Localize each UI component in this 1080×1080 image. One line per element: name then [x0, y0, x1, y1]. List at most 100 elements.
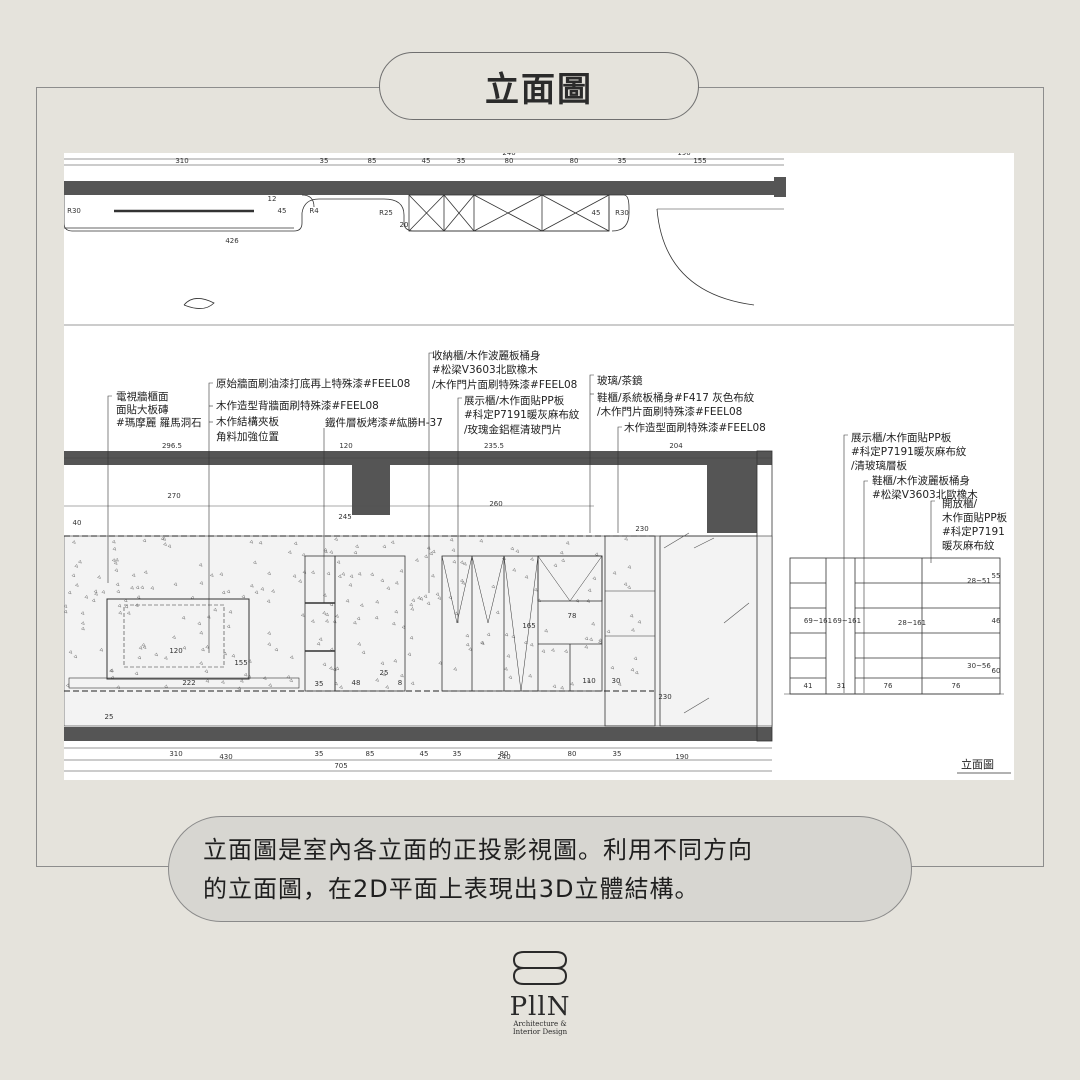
speckle-mark — [430, 573, 435, 578]
speckle-mark — [94, 591, 98, 596]
speckle-mark — [266, 599, 271, 603]
speckle-mark — [634, 670, 639, 675]
speckle-mark — [138, 645, 143, 650]
brand-sub-1: Architecture & — [513, 1020, 567, 1028]
speckle-mark — [199, 630, 204, 635]
speckle-mark — [67, 590, 72, 595]
speckle-mark — [300, 613, 305, 617]
side-dim: 69~161 — [833, 617, 861, 625]
annotation-side-shoe-1: 鞋櫃/木作波麗板桶身 — [872, 474, 970, 487]
speckle-mark — [335, 666, 340, 671]
speckle-mark — [239, 678, 244, 683]
speckle-mark — [112, 546, 117, 551]
plan-dim: 240 — [502, 153, 515, 157]
speckle-mark — [336, 560, 341, 564]
speckle-mark — [101, 589, 106, 594]
speckle-mark — [356, 616, 361, 621]
elevation-label: 25 — [105, 713, 114, 721]
brand-sub-2: Interior Design — [512, 1028, 568, 1036]
speckle-mark — [324, 618, 329, 623]
page-title: 立面圖 — [485, 69, 593, 110]
speckle-mark — [491, 584, 496, 589]
speckle-mark — [394, 609, 399, 614]
speckle-mark — [322, 662, 327, 667]
elevation-label: 8 — [398, 679, 402, 687]
annotation-display-3: /玫瑰金鋁框清玻門片 — [464, 423, 562, 436]
side-dim: 76 — [884, 682, 893, 690]
elevation-dim-top: 120 — [339, 442, 352, 450]
speckle-mark — [394, 580, 399, 585]
speckle-mark — [109, 668, 114, 673]
speckle-mark — [134, 671, 139, 676]
elevation-label: 165 — [522, 622, 535, 630]
speckle-mark — [617, 682, 622, 686]
speckle-mark — [486, 632, 491, 637]
speckle-mark — [137, 655, 142, 660]
plan-dim: 45 — [278, 207, 287, 215]
speckle-mark — [316, 641, 321, 646]
speckle-mark — [226, 589, 231, 594]
annotation-back-wall: 木作造型背牆面刷特殊漆#FEEL08 — [216, 399, 379, 412]
speckle-mark — [254, 590, 259, 595]
speckle-mark — [399, 673, 404, 678]
speckle-mark — [633, 656, 638, 661]
elevation-dim-bottom: 80 — [568, 750, 577, 758]
speckle-mark — [503, 666, 508, 671]
speckle-mark — [565, 540, 570, 545]
speckle-mark — [268, 683, 273, 688]
speckle-mark — [480, 640, 484, 645]
speckle-mark — [243, 672, 248, 677]
elevation-label: 78 — [568, 612, 577, 620]
elevation-dim-bottom: 35 — [453, 750, 462, 758]
speckle-mark — [459, 578, 464, 583]
speckle-mark — [130, 585, 134, 590]
annotation-storage-3: /木作門片面刷特殊漆#FEEL08 — [432, 378, 577, 391]
speckle-mark — [410, 606, 415, 611]
speckle-mark — [459, 560, 464, 565]
speckle-mark — [93, 589, 98, 594]
speckle-mark — [292, 573, 297, 578]
speckle-mark — [630, 667, 635, 672]
speckle-mark — [274, 647, 279, 652]
speckle-mark — [506, 653, 511, 658]
speckle-mark — [480, 641, 485, 646]
annotation-side-display-2: #科定P7191暖灰麻布紋 — [851, 445, 967, 458]
speckle-mark — [423, 594, 428, 599]
elevation-dim-top: 296.5 — [162, 442, 182, 450]
plan-dim: R30 — [615, 209, 629, 217]
annotation-side-display-3: /清玻璃層板 — [851, 459, 908, 472]
speckle-mark — [569, 681, 574, 686]
speckle-mark — [630, 627, 635, 632]
side-dim: 55 — [992, 572, 1001, 580]
speckle-mark — [325, 612, 329, 617]
speckle-mark — [561, 558, 565, 563]
speckle-mark — [504, 632, 509, 637]
speckle-mark — [349, 574, 354, 578]
speckle-mark — [111, 539, 116, 544]
speckle-mark — [150, 585, 155, 590]
speckle-mark — [182, 645, 187, 650]
speckle-mark — [637, 619, 642, 624]
speckle-mark — [173, 582, 178, 587]
speckle-mark — [592, 576, 597, 581]
speckle-mark — [77, 559, 82, 564]
side-dim: 69~161 — [804, 617, 832, 625]
speckle-mark — [390, 540, 395, 545]
speckle-mark — [287, 550, 292, 554]
annotation-paint-wall: 原始牆面刷油漆打底再上特殊漆#FEEL08 — [216, 377, 410, 390]
annotation-open-4: 暖灰麻布紋 — [942, 539, 995, 552]
speckle-mark — [114, 568, 119, 572]
annotation-side-display-1: 展示櫃/木作面貼PP板 — [851, 431, 952, 444]
speckle-mark — [352, 620, 357, 625]
caption-pill: 立面圖是室內各立面的正投影視圖。利用不同方向 的立面圖，在2D平面上表現出3D立… — [168, 816, 912, 922]
speckle-mark — [454, 611, 458, 616]
speckle-mark — [524, 574, 529, 579]
annotation-feature-wall: 木作造型面刷特殊漆#FEEL08 — [624, 421, 766, 434]
plan-dim: 35 — [618, 157, 627, 165]
speckle-mark — [310, 619, 315, 623]
speckle-mark — [141, 642, 146, 647]
elevation-dim-top: 235.5 — [484, 442, 504, 450]
speckle-mark — [393, 658, 398, 663]
